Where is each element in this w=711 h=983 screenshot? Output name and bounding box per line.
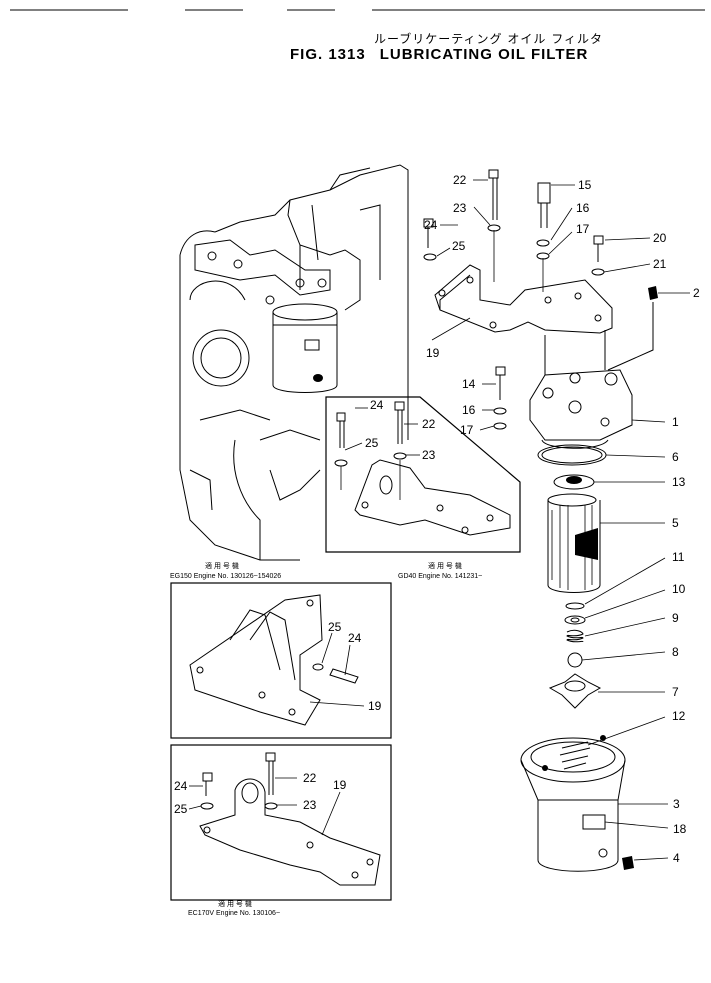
- label-4: 4: [673, 851, 680, 865]
- main-exploded-view: [423, 169, 690, 872]
- gd40-caption: GD40 Engine No. 141231~: [398, 573, 482, 580]
- label-12: 12: [672, 709, 686, 723]
- eg150-label-24: 24: [348, 631, 362, 645]
- ec170-label-23: 23: [303, 798, 317, 812]
- label-23: 23: [453, 201, 467, 215]
- label-20: 20: [653, 231, 667, 245]
- figure-title: FIG. 1313 LUBRICATING OIL FILTER: [290, 46, 602, 63]
- ec170-caption: EC170V Engine No. 130106~: [188, 910, 280, 917]
- ec170-label-24: 24: [174, 779, 188, 793]
- label-6: 6: [672, 450, 679, 464]
- eg150-caption: EG150 Engine No. 130126~154026: [170, 573, 281, 580]
- label-18: 18: [673, 822, 687, 836]
- inset-label-24: 24: [370, 398, 384, 412]
- label-22: 22: [453, 173, 467, 187]
- eg150-label-25: 25: [328, 620, 342, 634]
- ec170-label-19: 19: [333, 778, 347, 792]
- eg150-inset: [170, 582, 392, 739]
- gd40-inset: [325, 396, 521, 553]
- label-2: 2: [693, 286, 700, 300]
- label-21: 21: [653, 257, 667, 271]
- label-3: 3: [673, 797, 680, 811]
- label-9: 9: [672, 611, 679, 625]
- ec170-label-25: 25: [174, 802, 188, 816]
- engine-block-drawing: [179, 164, 409, 561]
- ec170-inset: [170, 744, 392, 901]
- inset-label-25: 25: [365, 436, 379, 450]
- label-11: 11: [672, 550, 685, 564]
- part-labels: 22 15 23 16 17 20 24 25 21 2 19 14 16 17…: [174, 173, 700, 865]
- eg150-label-19: 19: [368, 699, 382, 713]
- figure-name: LUBRICATING OIL FILTER: [379, 46, 589, 63]
- label-25: 25: [452, 239, 466, 253]
- ec170-label-22: 22: [303, 771, 317, 785]
- label-7: 7: [672, 685, 679, 699]
- figure-number: FIG. 1313: [290, 46, 366, 63]
- inset-label-23: 23: [422, 448, 436, 462]
- inset-label-22: 22: [422, 417, 436, 431]
- label-8: 8: [672, 645, 679, 659]
- label-14: 14: [462, 377, 476, 391]
- label-19: 19: [426, 346, 440, 360]
- label-17: 17: [576, 222, 590, 236]
- eg150-caption-jp: 適 用 号 機: [205, 561, 239, 570]
- label-17b: 17: [460, 423, 474, 437]
- label-16: 16: [576, 201, 590, 215]
- label-13: 13: [672, 475, 686, 489]
- ec170-caption-jp: 適 用 号 機: [218, 899, 252, 908]
- gd40-caption-jp: 適 用 号 機: [428, 561, 462, 570]
- label-5: 5: [672, 516, 679, 530]
- label-1: 1: [672, 415, 679, 429]
- label-10: 10: [672, 582, 686, 596]
- label-15: 15: [578, 178, 592, 192]
- title-japanese: ルーブリケーティング オイル フィルタ: [374, 32, 603, 46]
- applicability-captions: 適 用 号 機 EG150 Engine No. 130126~154026 適…: [170, 561, 482, 917]
- label-16b: 16: [462, 403, 476, 417]
- label-24: 24: [424, 218, 438, 232]
